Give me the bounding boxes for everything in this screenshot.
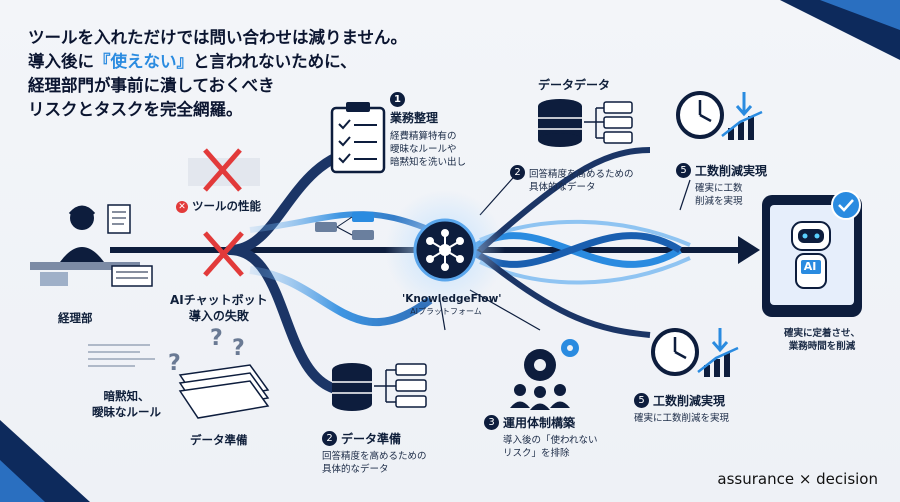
step-3-title: 運用体制構築 <box>503 416 576 430</box>
headline-line-2-pre: 導入後に <box>28 52 94 71</box>
glow-strand-lower <box>249 266 433 326</box>
flow-chip-1 <box>315 222 337 232</box>
corner-accent-bottom-light <box>0 460 45 502</box>
step-5-top-block: 5 工数削減実現 確実に工数 削減を実現 <box>676 160 767 208</box>
step-2-top-number: 2 <box>510 165 525 180</box>
tool-perf-text: ツールの性能 <box>192 199 262 213</box>
accountant-person-icon <box>30 205 140 286</box>
chatbot-failure-label: AIチャットボット 導入の失敗 <box>170 292 268 324</box>
step-5-bottom-number: 5 <box>634 393 649 408</box>
step-3-desc-2: リスク」を排除 <box>503 448 570 459</box>
step-5-top-desc-1: 確実に工数 <box>695 183 743 194</box>
step-1-block: 1 業務整理 経費精算特有の 曖昧なルールや 暗黙知を洗い出し <box>390 92 466 169</box>
step-3-desc-1: 導入後の「使われない <box>503 435 598 446</box>
main-flow-arrowhead <box>738 236 760 264</box>
step-1-number: 1 <box>390 92 405 107</box>
product-label: 'KnowledgeFlow' AIプラットフォーム <box>402 293 502 318</box>
brand-logo-text: assurance × decision <box>717 470 878 488</box>
result-line-2: 業務時間を削減 <box>788 341 856 352</box>
headline-line-2-post: と言われないために、 <box>193 52 357 71</box>
result-label: 確実に定着させ、 業務時間を削減 <box>772 327 872 353</box>
step-5-top-title: 工数削減実現 <box>695 164 768 178</box>
tool-perf-label: ✕ ツールの性能 <box>176 198 261 214</box>
data-top-label: データデータ <box>538 78 611 92</box>
product-sub: AIプラットフォーム <box>410 307 482 316</box>
step-1-desc: 経費精算特有の 曖昧なルールや 暗黙知を洗い出し <box>390 130 466 169</box>
step-1-desc-1: 経費精算特有の <box>390 131 457 142</box>
step-2-bottom-desc-2: 具体的なデータ <box>322 464 389 475</box>
x-circle-icon: ✕ <box>176 200 188 213</box>
step-1-title-row: 1 <box>390 92 466 107</box>
tacit-label-line-2: 曖昧なルール <box>92 405 161 419</box>
hub-network-icon <box>426 229 464 271</box>
step-5-bottom-block: 5 工数削減実現 確実に工数削減を実現 <box>634 390 729 425</box>
ai-badge: AI <box>803 260 817 273</box>
tacit-label-line-1: 暗黙知、 <box>103 389 150 403</box>
corner-accent-top-light <box>820 0 900 30</box>
tacit-knowledge-label: 暗黙知、 曖昧なルール <box>92 388 161 420</box>
flow-chip-3 <box>352 230 374 240</box>
headline-line-2: 導入後に『使えない』と言われないために、 <box>28 50 407 74</box>
headline-block: ツールを入れただけでは問い合わせは減りません。 導入後に『使えない』と言われない… <box>28 26 407 122</box>
step-2-bottom-desc-1: 回答精度を高めるための <box>322 451 427 462</box>
step-2-top-block: 2 回答精度を高めるための 具体的なデータ <box>510 162 634 194</box>
svg-text:?: ? <box>210 326 223 351</box>
headline-highlight: 『使えない』 <box>94 52 193 71</box>
chatbot-failure-line-1: AIチャットボット <box>170 293 268 307</box>
clock-chart-top-icon <box>676 91 763 140</box>
step-5-top-number: 5 <box>676 163 691 178</box>
step-5-bottom-desc: 確実に工数削減を実現 <box>634 413 730 424</box>
step-2-top-desc-1: 回答精度を高めるための <box>529 169 634 180</box>
product-name: 'KnowledgeFlow' <box>402 293 502 305</box>
strand-to-step5-bottom <box>478 252 651 338</box>
blurred-text-lines-icon <box>88 344 155 367</box>
data-prep-left-label: データ準備 <box>190 433 248 447</box>
step-1-desc-2: 曖昧なルールや <box>390 144 457 155</box>
x-mark-tool-icon <box>188 148 260 192</box>
step-2-bottom-title: データ準備 <box>341 432 402 446</box>
step-5-bottom-title: 工数削減実現 <box>653 394 726 408</box>
tablet-robot-icon <box>762 190 862 317</box>
step-1-desc-3: 暗黙知を洗い出し <box>390 157 467 168</box>
document-stack-icon <box>107 204 153 287</box>
svg-text:?: ? <box>168 351 181 376</box>
clock-chart-bottom-icon <box>651 328 739 377</box>
dept-label: 経理部 <box>58 311 93 325</box>
connector-step5-top <box>679 179 691 211</box>
x-mark-chatbot-icon <box>203 231 244 277</box>
step-2-top-desc-2: 具体的なデータ <box>529 182 596 193</box>
clipboard-checklist-icon <box>330 102 386 174</box>
strand-to-data-prep <box>225 245 345 395</box>
flow-chip-2 <box>352 212 374 222</box>
headline-line-3: 経理部門が事前に潰しておくべき <box>28 76 275 95</box>
step-2-bottom-block: 2 データ準備 回答精度を高めるための 具体的なデータ <box>322 428 427 476</box>
step-5-top-desc-2: 削減を実現 <box>695 196 743 207</box>
headline-line-1: ツールを入れただけでは問い合わせは減りません。 <box>28 28 408 47</box>
result-line-1: 確実に定着させ、 <box>783 328 860 339</box>
database-bottom-icon <box>332 363 427 411</box>
step-3-block: 3 運用体制構築 導入後の「使われない リスク」を排除 <box>484 412 598 460</box>
gear-team-icon <box>510 339 579 410</box>
headline-line-4: リスクとタスクを完全網羅。 <box>28 100 243 119</box>
flow-chip-links <box>336 216 353 236</box>
chatbot-failure-line-2: 導入の失敗 <box>188 309 249 323</box>
svg-text:?: ? <box>232 336 245 361</box>
step-2-bottom-number: 2 <box>322 431 337 446</box>
paper-stack-icon <box>178 364 270 419</box>
question-marks-icon: ??? <box>168 326 245 376</box>
database-top-icon <box>538 99 633 147</box>
step-1-title: 業務整理 <box>390 111 439 125</box>
strand-to-step5-top <box>478 147 651 253</box>
step-3-number: 3 <box>484 415 499 430</box>
